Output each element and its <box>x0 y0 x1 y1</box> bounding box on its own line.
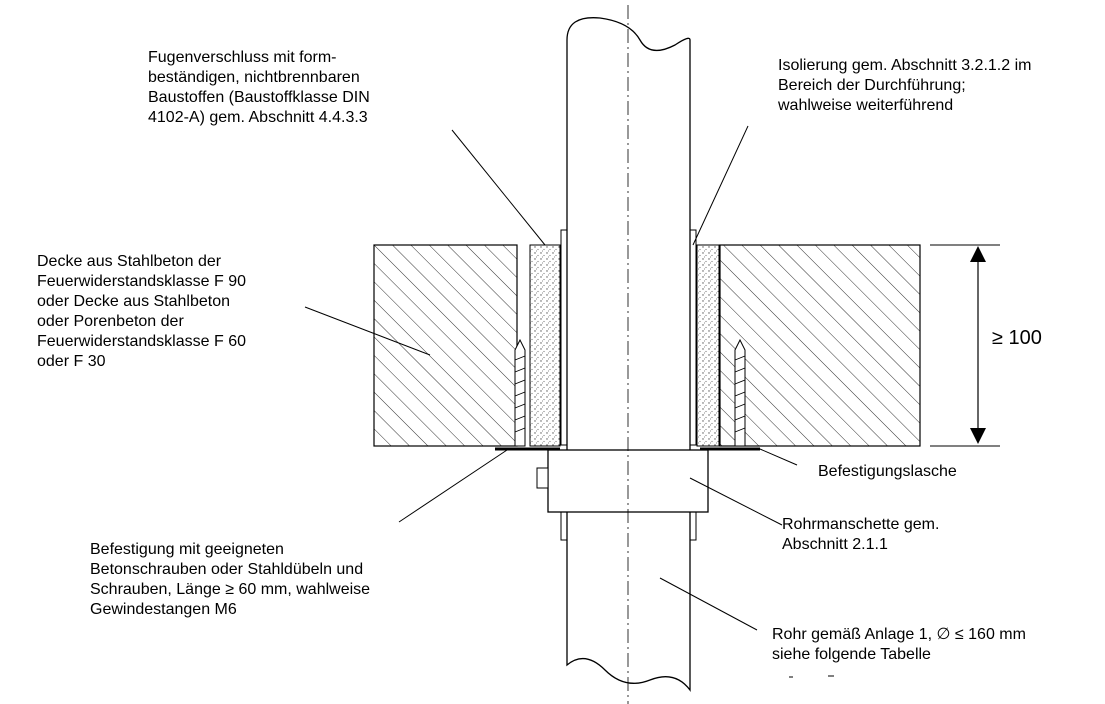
collar-lock <box>536 467 549 489</box>
fastening-screw-right <box>734 338 746 447</box>
leader-insulation <box>692 125 749 246</box>
leader-bracket <box>759 448 798 466</box>
pipe-upper <box>566 17 691 453</box>
leader-ceiling <box>304 306 431 356</box>
label-collar: Rohrmanschette gem. Abschnitt 2.1.1 <box>782 516 940 553</box>
leader-collar <box>689 477 783 526</box>
leader-joint-seal <box>451 129 546 246</box>
insulation-left-lower <box>560 509 568 541</box>
thickness-dimension <box>930 244 1000 447</box>
label-bracket: Befestigungslasche <box>818 463 957 480</box>
joint-seal-left <box>529 244 561 447</box>
label-fastening: Befestigung mit geeigneten Betonschraube… <box>90 541 371 618</box>
ceiling-slab-right <box>719 244 921 447</box>
label-joint-seal: Fugenverschluss mit form- beständigen, n… <box>148 49 370 126</box>
pipe-lower <box>566 509 691 692</box>
leader-fastening <box>398 447 511 523</box>
insulation-right-lower <box>689 509 697 541</box>
joint-seal-right <box>696 244 720 447</box>
insulation-right <box>689 229 697 446</box>
insulation-left <box>560 229 568 446</box>
leader-pipe <box>659 577 758 631</box>
label-pipe: Rohr gemäß Anlage 1, ∅ ≤ 160 mm siehe fo… <box>772 626 1026 663</box>
label-ceiling: Decke aus Stahlbeton der Feuerwiderstand… <box>37 253 246 370</box>
label-insulation: Isolierung gem. Abschnitt 3.2.1.2 im Ber… <box>778 57 1032 114</box>
thickness-label: ≥ 100 <box>992 327 1042 349</box>
fastening-screw-left <box>514 338 526 447</box>
ceiling-slab-left <box>373 244 518 447</box>
